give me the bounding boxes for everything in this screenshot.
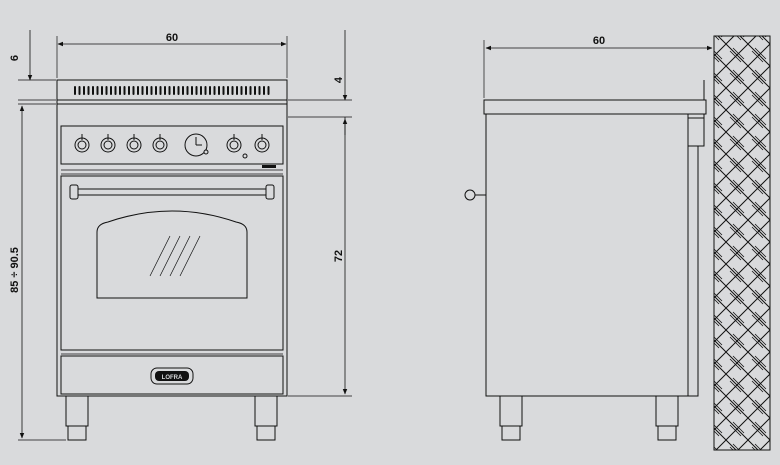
front-width-label: 60 (166, 32, 178, 44)
vent-slot (267, 86, 270, 95)
vent-slot (200, 86, 202, 95)
vent-slot (249, 86, 252, 95)
control-knob-icon (254, 134, 270, 153)
vent-slot (186, 86, 189, 95)
brand-logo-text: LOFRA (162, 375, 183, 381)
front-width-dimension: 60 (56, 32, 288, 78)
vent-slot (227, 86, 229, 95)
wall-hatching (713, 35, 771, 451)
vent-slot (96, 86, 99, 95)
vent-slots (74, 86, 270, 95)
vent-slot (101, 86, 103, 95)
total-height-dimension: 85 ÷ 90.5 (9, 103, 66, 441)
control-knob-icon (126, 134, 142, 153)
vent-slot (87, 86, 90, 95)
oven-window (96, 210, 248, 299)
total-height-label: 85 ÷ 90.5 (9, 247, 21, 293)
control-knob-icon (74, 134, 90, 153)
side-foot-right (655, 395, 679, 427)
vent-slot (155, 86, 157, 95)
indicator-light (242, 153, 248, 159)
vent-slot (78, 86, 81, 95)
vent-slot (245, 86, 247, 95)
vent-slot (150, 86, 153, 95)
model-badge (262, 165, 276, 168)
top-height-dimension: 6 (9, 30, 56, 101)
vent-slot (123, 86, 126, 95)
front-view: LOFRA (56, 79, 288, 441)
side-foot-right-pad (657, 425, 677, 441)
vent-slot (195, 86, 198, 95)
side-cooktop (483, 99, 707, 115)
vent-slot (218, 86, 220, 95)
knob-row (74, 134, 270, 153)
vent-slot (74, 86, 76, 95)
cooktop-lip (56, 99, 288, 105)
vent-slot (222, 86, 225, 95)
vent-slot (137, 86, 139, 95)
cooktop-top (56, 79, 288, 101)
body-height-dimension: 72 (288, 118, 352, 397)
vent-slot (159, 86, 162, 95)
vent-slot (173, 86, 175, 95)
side-handle (464, 189, 486, 201)
vent-slot (177, 86, 180, 95)
vent-slot (231, 86, 234, 95)
front-foot-right (254, 395, 278, 427)
vent-slot (128, 86, 130, 95)
vent-slot (236, 86, 238, 95)
vent-slot (141, 86, 144, 95)
vent-slot (204, 86, 207, 95)
side-door-profile (687, 145, 699, 397)
side-control-panel (687, 117, 705, 147)
vent-slot (191, 86, 193, 95)
control-knob-icon (226, 134, 242, 153)
side-foot-left-pad (501, 425, 521, 441)
vent-slot (114, 86, 117, 95)
glass-reflection-icon (149, 235, 201, 277)
vent-slot (213, 86, 216, 95)
top-offset-dimension: 4 (288, 30, 352, 135)
top-offset-label: 4 (333, 76, 345, 83)
side-depth-dimension: 60 (483, 35, 713, 98)
control-panel (60, 125, 284, 165)
front-foot-right-pad (256, 425, 276, 441)
vent-slot (146, 86, 148, 95)
vent-slot (105, 86, 108, 95)
front-foot-left (65, 395, 89, 427)
side-foot-left (499, 395, 523, 427)
vent-slot (258, 86, 261, 95)
vent-slot (240, 86, 243, 95)
side-depth-label: 60 (593, 35, 605, 47)
vent-slot (182, 86, 184, 95)
vent-slot (132, 86, 135, 95)
vent-slot (83, 86, 85, 95)
vent-slot (164, 86, 166, 95)
brand-logo: LOFRA (150, 367, 194, 385)
vent-slot (254, 86, 256, 95)
vent-slot (209, 86, 211, 95)
control-knob-icon (152, 134, 168, 153)
side-body (485, 113, 689, 397)
vent-slot (119, 86, 121, 95)
side-view (464, 80, 707, 441)
vent-slot (92, 86, 94, 95)
vent-slot (110, 86, 112, 95)
door-handle (69, 184, 275, 200)
front-foot-left-pad (67, 425, 87, 441)
body-height-label: 72 (333, 250, 345, 262)
vent-slot (168, 86, 171, 95)
top-height-label: 6 (9, 55, 21, 61)
vent-slot (263, 86, 265, 95)
clock-icon (184, 133, 209, 157)
control-knob-icon (100, 134, 116, 153)
